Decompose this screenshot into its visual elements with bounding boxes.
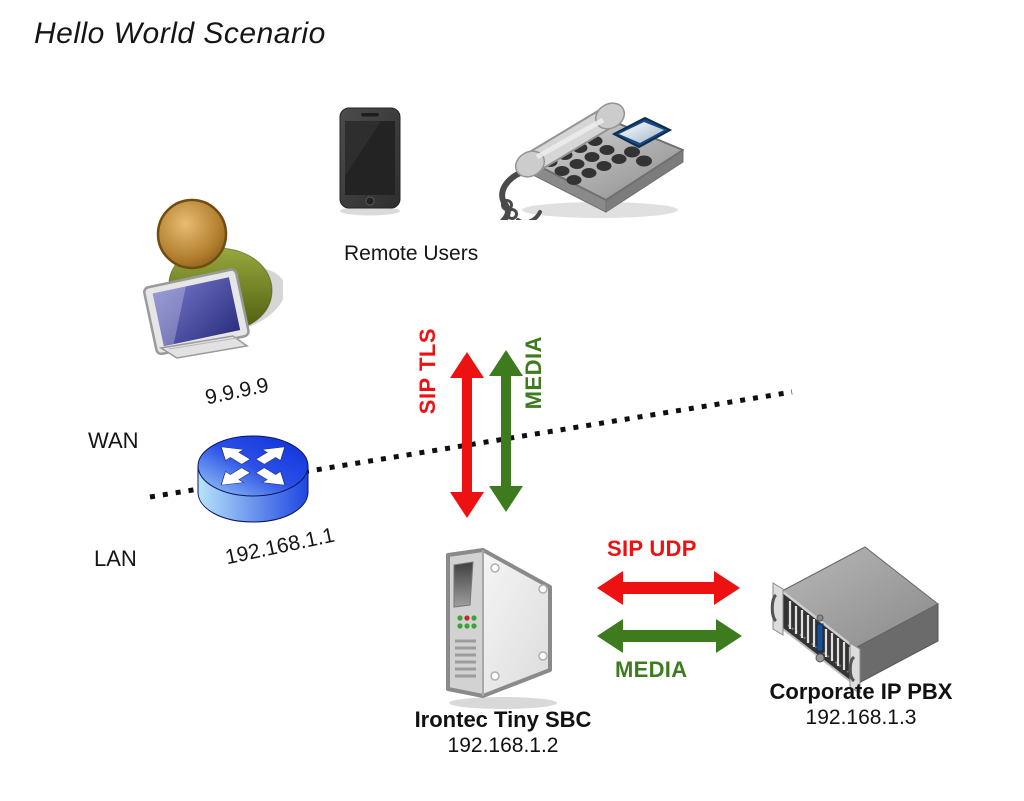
pbx-rack-icon (770, 546, 939, 693)
router-icon (197, 435, 309, 523)
sbc-name-label: Irontec Tiny SBC (414, 707, 592, 732)
sip-tls-label: SIP TLS (415, 328, 440, 415)
pbx-ip-label: 192.168.1.3 (805, 706, 917, 729)
sbc-tower-icon (446, 548, 557, 709)
sbc-ip-label: 192.168.1.2 (447, 734, 559, 757)
media-remote-arrow (489, 350, 523, 512)
user-computer-icon (143, 198, 283, 359)
media-lan-arrow (597, 619, 742, 653)
remote-users-label: Remote Users (344, 242, 479, 265)
media-lan-label: MEDIA (615, 657, 688, 682)
pbx-caption: Corporate IP PBX 192.168.1.3 (755, 679, 967, 731)
sip-tls-arrow (450, 352, 484, 518)
sip-udp-label: SIP UDP (607, 536, 697, 561)
smartphone-icon (339, 107, 401, 216)
lan-label: LAN (94, 546, 137, 571)
page-title: Hello World Scenario (34, 17, 326, 50)
sip-udp-arrow (597, 571, 740, 605)
pbx-name-label: Corporate IP PBX (769, 679, 953, 704)
desk-phone-icon (499, 102, 684, 220)
wan-label: WAN (88, 428, 139, 453)
sbc-caption: Irontec Tiny SBC 192.168.1.2 (403, 707, 603, 759)
media-remote-label: MEDIA (521, 336, 546, 410)
